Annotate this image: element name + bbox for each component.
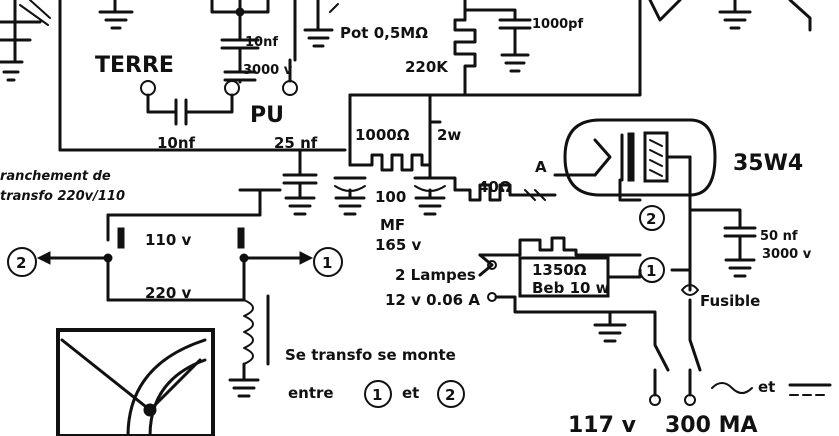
lamps-section [478,236,657,343]
marker-1-right-text: 1 [646,262,656,280]
cap-10nf-bottom-label: 10nf [157,134,196,152]
marker-2-left [7,247,37,277]
current-300-label: 300 MA [665,413,758,436]
main-top-wiring [58,0,642,167]
pot-label: Pot 0,5MΩ [340,24,428,42]
terre-label: TERRE [95,53,174,78]
cap-1000pf-label: 1000pf [532,17,583,32]
note-marker-1 [364,380,392,408]
res-1350-label: 1350Ω [532,261,587,279]
mains-117-label: 117 v [568,413,637,436]
note-marker-2 [437,380,465,408]
volt-110-label: 110 v [145,231,192,249]
lamps-label-2: 12 v 0.06 A [385,291,480,309]
marker-1-left [313,247,343,277]
fusible-label: Fusible [700,292,760,310]
res-220k-label: 220K [405,58,449,76]
res-40-label: 40Ω [478,178,512,196]
right-supply-section [649,155,757,406]
meter-dial [56,328,215,436]
lamps-label-1: 2 Lampes [395,266,476,284]
res-1000-label: 1000Ω [355,126,410,144]
marker-2-tube-text: 2 [646,210,656,228]
note-et-label: et [402,384,419,402]
volt-220-label: 220 v [145,284,192,302]
watt-2w-label: 2w [437,126,461,144]
res-100-label: 100 [375,188,406,206]
pu-input-section [140,0,298,126]
marker-2-tube [639,205,665,231]
filter-section [282,93,557,216]
volt-3000-label: 3000 v [243,63,293,78]
top-right-partial-components [648,0,812,32]
branch-label-1: ranchement de [0,169,111,184]
note-entre-label: entre [288,384,334,402]
volt-165-label: 165 v [375,236,422,254]
cap-10nf-top-label: 10nf [245,35,278,50]
mf-label: MF [380,216,405,234]
top-left-partial-components [0,0,134,82]
note-label-1: Se transfo se monte [285,346,456,364]
note-marker-1-text: 1 [372,386,382,404]
cap-50nf-label: 50 nf [760,229,798,244]
marker-1-left-text: 1 [322,254,332,272]
ac-dc-et-label: et [758,378,775,396]
rectifier-tube-35w4 [553,118,717,202]
marker-2-left-text: 2 [16,254,26,272]
transformer-branch-section [36,188,314,398]
anode-label: A [535,158,547,176]
cap-25nf-label: 25 nf [274,134,318,152]
branch-label-2: transfo 220v/110 [0,189,125,204]
tube-label: 35W4 [733,151,803,176]
volt-3000-b-label: 3000 v [762,247,812,262]
pot-section [303,0,532,97]
beb-label: Beb 10 w [532,279,610,297]
note-marker-2-text: 2 [445,386,455,404]
ac-dc-symbol [711,382,832,396]
pu-label: PU [250,103,284,128]
